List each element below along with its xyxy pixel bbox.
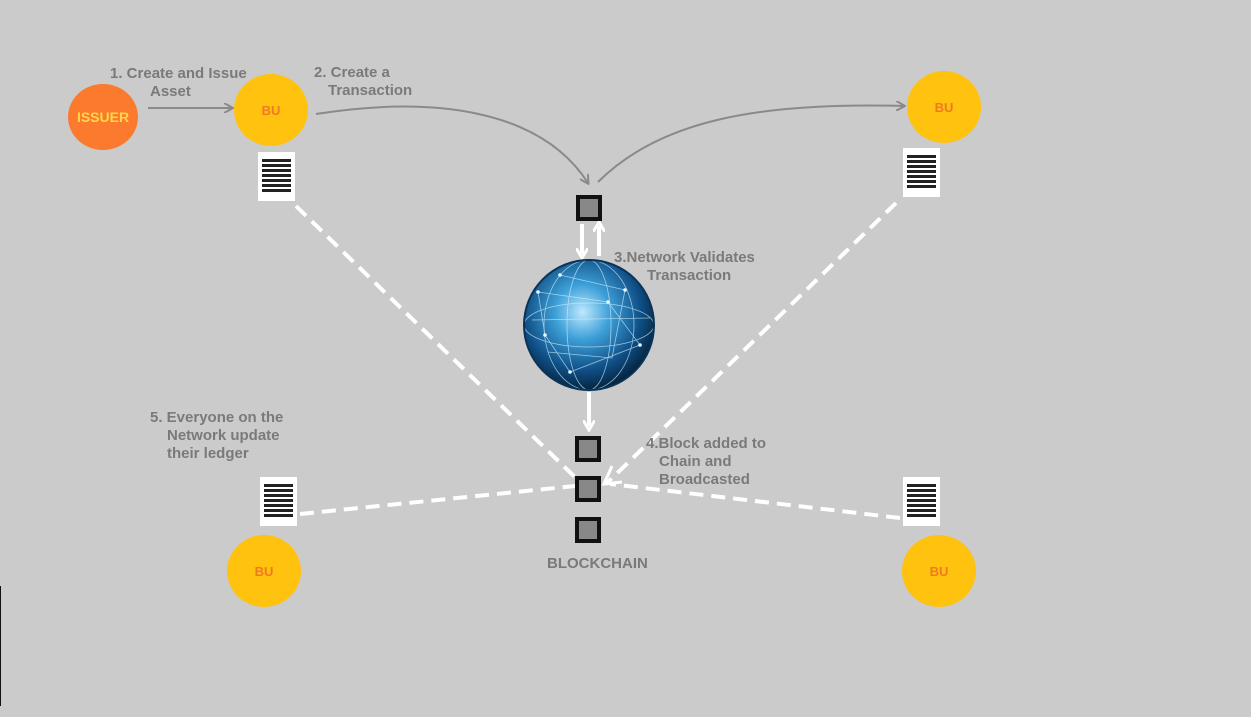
transaction-block-icon (576, 195, 602, 221)
step1-line2: Asset (150, 83, 191, 100)
bu-bottom-left-node: BU (227, 535, 301, 607)
step4-line1: 4.Block added to (646, 435, 767, 452)
block-icon (575, 476, 601, 502)
block-icon (575, 436, 601, 462)
create-transaction-arrow (315, 105, 588, 183)
bu-bottom-left-label: BU (254, 563, 274, 579)
bu-bottom-right-label: BU (929, 563, 949, 579)
step3-line1: 3.Network Validates (614, 249, 755, 266)
step4-line3: Broadcasted (659, 471, 750, 488)
broadcast-arrowhead (601, 465, 623, 486)
deliver-transaction-arrow (597, 105, 904, 183)
step5-line1: 5. Everyone on the (150, 409, 284, 426)
step4-line2: Chain and (659, 453, 732, 470)
bu-receiver-label: BU (934, 99, 954, 115)
bu-sender-label: BU (261, 102, 281, 118)
broadcast-lines (294, 201, 901, 520)
edge-mark (0, 586, 1, 706)
step2-label: 2. Create a Transaction (314, 64, 412, 100)
issuer-label: ISSUER (76, 109, 130, 125)
ledger-document-icon (260, 477, 297, 526)
bu-receiver-node: BU (907, 71, 981, 143)
step5-line2: Network update (167, 427, 280, 444)
issuer-node: ISSUER (68, 84, 138, 150)
step1-line1: 1. Create and Issue (110, 65, 247, 82)
ledger-document-icon (903, 477, 940, 526)
step4-label: 4.Block added to Chain and Broadcasted (646, 435, 766, 489)
step5-label: 5. Everyone on the Network update their … (150, 409, 283, 463)
block-icon (575, 517, 601, 543)
step2-line2: Transaction (328, 82, 413, 99)
blockchain-label: BLOCKCHAIN (547, 555, 648, 572)
bu-bottom-right-node: BU (902, 535, 976, 607)
step1-label: 1. Create and Issue Asset (110, 65, 247, 101)
network-globe-icon (523, 259, 655, 391)
ledger-document-icon (903, 148, 940, 197)
step2-line1: 2. Create a (314, 64, 390, 81)
ledger-document-icon (258, 152, 295, 201)
step3-line2: Transaction (647, 267, 732, 284)
bu-sender-node: BU (234, 74, 308, 146)
step3-label: 3.Network Validates Transaction (614, 249, 755, 285)
step5-line3: their ledger (167, 445, 249, 462)
